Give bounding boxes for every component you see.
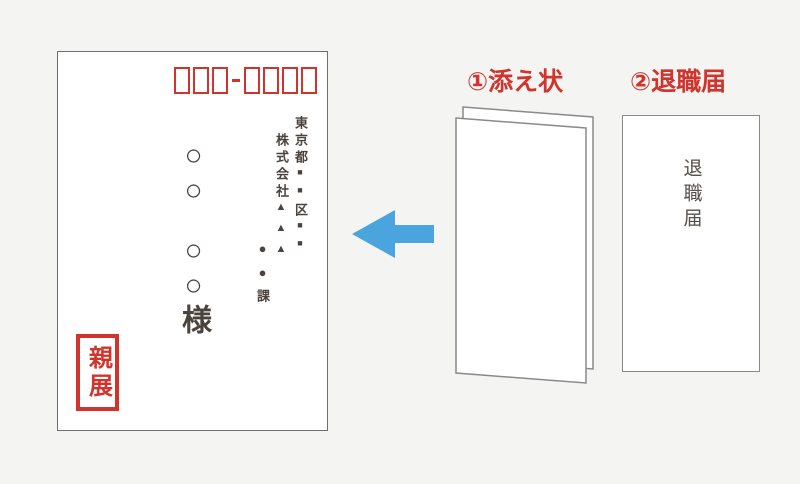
postal-code-box [263, 67, 279, 94]
recipient-honorific: 様 [177, 304, 210, 336]
address-ward-suffix: 区 [293, 203, 308, 220]
confidential-stamp: 親展 [76, 334, 119, 411]
envelope: 東京都■■区■■ 株式会社▲▲▲ ●●課 ○○○○様 親展 [57, 51, 328, 431]
left-arrow-icon [352, 210, 434, 258]
postal-code-box [193, 67, 209, 94]
address-town-symbols: ■■ [295, 220, 305, 256]
postal-code-box [212, 67, 228, 94]
company-symbols: ▲▲▲ [275, 201, 287, 264]
address-prefecture: 東京都 [293, 116, 308, 167]
postal-code-box [282, 67, 298, 94]
step1-label: ①添え状 [467, 68, 564, 96]
company-prefix: 株式会社 [274, 133, 289, 201]
postal-code-boxes [174, 67, 317, 94]
address-ward-symbols: ■■ [295, 167, 305, 203]
confidential-stamp-label: 親展 [84, 344, 112, 401]
recipient-givenname-placeholder: ○○ [177, 234, 210, 304]
postal-code-box [174, 67, 190, 94]
postal-code-box [244, 67, 260, 94]
department-suffix: 課 [255, 289, 270, 306]
postal-code-box [301, 67, 317, 94]
resignation-paper: 退職届 [622, 115, 760, 372]
recipient-surname-placeholder: ○○ [177, 139, 210, 209]
step2-label: ②退職届 [630, 68, 727, 96]
cover-letter-folded-icon [455, 106, 594, 384]
recipient-name: ○○○○様 [177, 139, 210, 336]
address-line-2: 株式会社▲▲▲ [274, 133, 289, 264]
resignation-paper-title: 退職届 [680, 158, 702, 233]
address-line-1: 東京都■■区■■ [293, 116, 308, 256]
address-line-3: ●●課 [255, 241, 270, 306]
postal-code-hyphen [232, 79, 240, 82]
department-symbols: ●● [255, 241, 270, 289]
